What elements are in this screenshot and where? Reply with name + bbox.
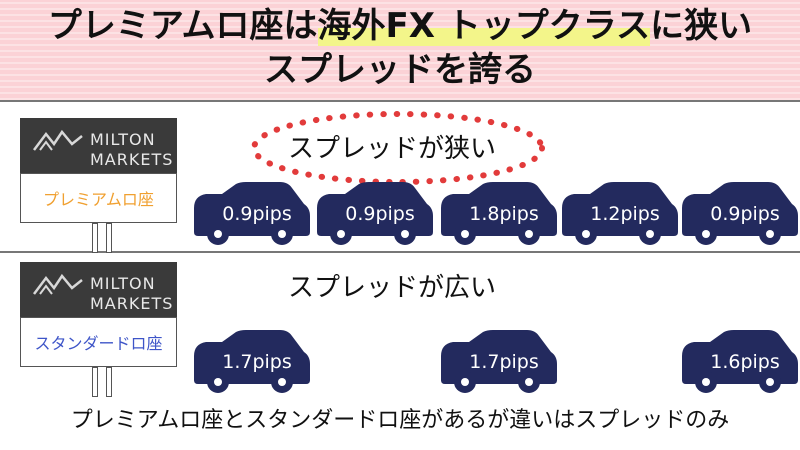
mountain-logo-icon	[33, 129, 83, 151]
headline-line-2: スプレッドを誇る	[264, 50, 536, 90]
headline-text-end: に狭い	[650, 6, 753, 46]
headline-highlight: 海外FX トップクラス	[317, 6, 651, 46]
mountain-logo-icon	[33, 273, 83, 295]
spread-value: 1.7pips	[222, 351, 292, 373]
footer-caption: プレミアムロ座とスタンダードロ座があるが違いはスプレッドのみ	[70, 408, 730, 433]
standard-car-3: 1.6pips	[678, 330, 798, 394]
spread-value: 0.9pips	[710, 203, 780, 225]
premium-plan-label: プレミアムロ座	[20, 173, 177, 223]
logo-text-markets: MARKETS	[90, 294, 174, 313]
logo-text-milton: MILTON	[90, 274, 156, 293]
headline-text-start: プレミアムロ座は	[47, 6, 318, 46]
car-icon	[194, 330, 310, 393]
spread-value: 1.6pips	[710, 351, 780, 373]
spread-value: 1.2pips	[590, 203, 660, 225]
spread-value: 0.9pips	[222, 203, 292, 225]
standard-sign: MILTON MARKETS スタンダードロ座	[20, 262, 177, 397]
header-banner: プレミアムロ座は海外FX トップクラスに狭い スプレッドを誇る	[0, 0, 800, 100]
premium-car-3: 1.8pips	[437, 182, 557, 246]
car-icon	[682, 330, 798, 393]
milton-logo: MILTON MARKETS	[20, 118, 177, 173]
sign-post-left	[92, 223, 98, 253]
premium-car-4: 1.2pips	[558, 182, 678, 246]
sign-post-right	[106, 223, 112, 253]
car-icon	[441, 330, 557, 393]
standard-car-1: 1.7pips	[190, 330, 310, 394]
standard-plan-label: スタンダードロ座	[20, 317, 177, 367]
divider-middle	[0, 251, 800, 253]
premium-car-5: 0.9pips	[678, 182, 798, 246]
logo-text-milton: MILTON	[90, 130, 156, 149]
premium-sign: MILTON MARKETS プレミアムロ座	[20, 118, 177, 253]
spread-value: 0.9pips	[345, 203, 415, 225]
premium-car-2: 0.9pips	[313, 182, 433, 246]
car-icon	[682, 182, 798, 245]
car-icon	[317, 182, 433, 245]
headline-line-1: プレミアムロ座は海外FX トップクラスに狭い	[0, 6, 800, 46]
spread-value: 1.8pips	[469, 203, 539, 225]
car-icon	[194, 182, 310, 245]
sign-post-right	[106, 367, 112, 397]
premium-car-1: 0.9pips	[190, 182, 310, 246]
premium-caption: スプレッドが狭い	[288, 134, 497, 164]
logo-text-markets: MARKETS	[90, 150, 174, 169]
divider-top	[0, 100, 800, 102]
standard-caption: スプレッドが広い	[288, 273, 497, 303]
standard-car-2: 1.7pips	[437, 330, 557, 394]
car-icon	[441, 182, 557, 245]
sign-post-left	[92, 367, 98, 397]
car-icon	[562, 182, 678, 245]
spread-value: 1.7pips	[469, 351, 539, 373]
milton-logo: MILTON MARKETS	[20, 262, 177, 317]
dotted-bubble	[251, 111, 545, 185]
